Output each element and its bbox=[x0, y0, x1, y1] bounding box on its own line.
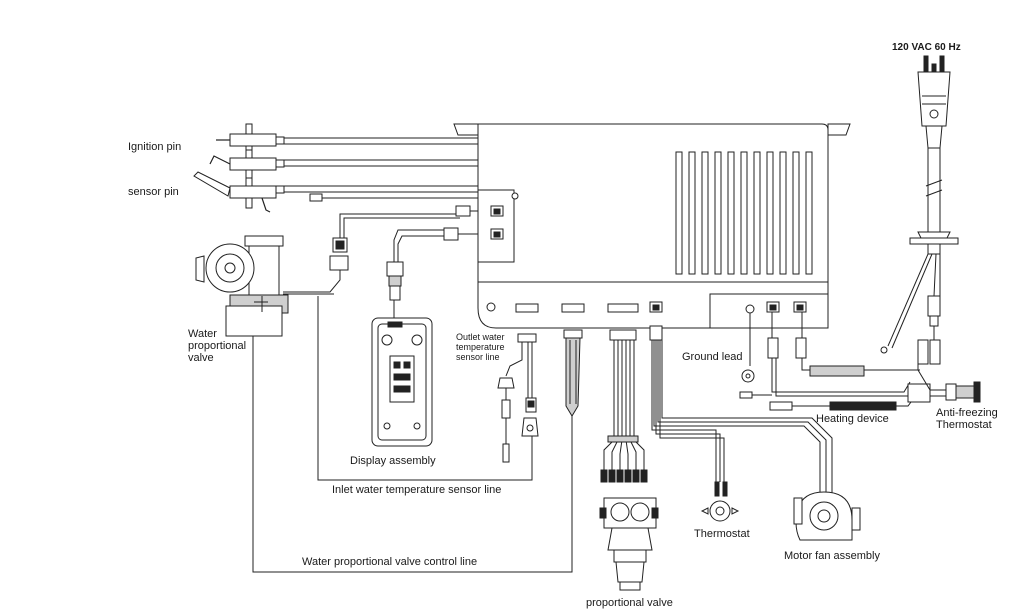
valve-sensor-harness bbox=[329, 205, 478, 271]
sensor-pin-icon bbox=[209, 149, 285, 181]
motor-fan-icon bbox=[793, 491, 861, 541]
valve-control-label: Water proportional valve control line bbox=[302, 556, 478, 568]
motor-fan-label: Motor fan assembly bbox=[784, 550, 880, 562]
valve-control-cable bbox=[563, 329, 583, 417]
outlet-sensor-harness bbox=[497, 333, 539, 463]
electrode-3-icon bbox=[193, 171, 285, 213]
inlet-sensor-label: Inlet water temperature sensor line bbox=[332, 484, 502, 496]
heating-harness bbox=[739, 312, 920, 411]
power-label: 120 VAC 60 Hz bbox=[892, 42, 961, 53]
display-panel bbox=[371, 227, 478, 447]
anti-freezing-thermostat-icon bbox=[907, 339, 981, 403]
power-cord bbox=[880, 147, 959, 354]
heating-device-label: Heating device bbox=[816, 413, 889, 425]
control-board bbox=[453, 123, 851, 329]
proportional-valve-icon bbox=[599, 497, 659, 591]
signal-lines bbox=[252, 296, 573, 573]
ignition-pin-icon bbox=[216, 123, 285, 155]
proportional-valve-harness bbox=[600, 329, 648, 483]
water-proportional-valve bbox=[195, 235, 341, 337]
thermostat-label: Thermostat bbox=[694, 528, 750, 540]
sensor-pin-label: sensor pin bbox=[128, 186, 179, 198]
outlet-sensor-label: Outlet water temperature sensor line bbox=[456, 332, 505, 362]
proportional-valve-label: proportional valve bbox=[586, 597, 673, 609]
motor-fan-harness bbox=[653, 340, 833, 494]
anti-freezing-label: Anti-freezing Thermostat bbox=[936, 407, 998, 431]
ground-lead-label: Ground lead bbox=[682, 351, 743, 363]
vent-slots bbox=[675, 151, 813, 275]
water-valve-label: Water proportional valve bbox=[188, 328, 247, 364]
ignition-assembly bbox=[193, 123, 479, 213]
ground-lead bbox=[741, 313, 755, 383]
thermostat-harness bbox=[649, 325, 725, 482]
display-assembly-label: Display assembly bbox=[350, 455, 436, 467]
ignition-pin-label: Ignition pin bbox=[128, 141, 182, 153]
thermostat-icon bbox=[700, 481, 740, 522]
power-plug-icon bbox=[917, 55, 951, 149]
